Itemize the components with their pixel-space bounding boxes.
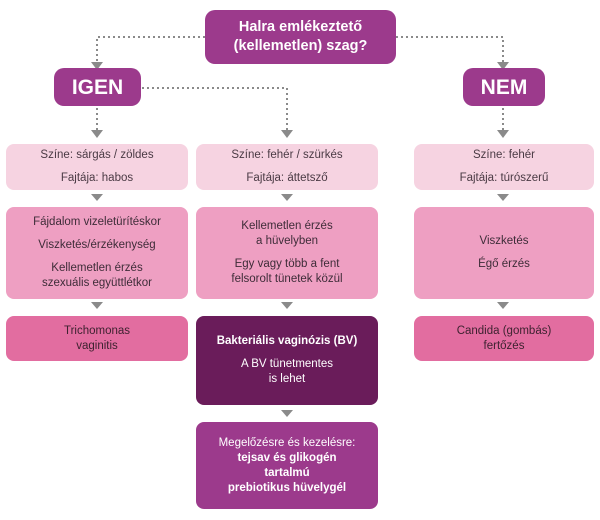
arrow-col3-symptoms-to-diagnosis	[497, 302, 509, 309]
col1-symptom-3a: Kellemetlen érzés	[51, 262, 143, 274]
col2-symptom-2a: Egy vagy több a fent	[234, 258, 340, 270]
col2-treatment-line-3: prebiotikus hüvelygél	[227, 481, 347, 494]
col2-symptoms-box: Kellemetlen érzés a hüvelyben Egy vagy t…	[196, 207, 378, 299]
col2-diagnosis-note-2: is lehet	[268, 373, 306, 385]
col1-symptoms-box: Fájdalom vizeletürítéskor Viszketés/érzé…	[6, 207, 188, 299]
arrow-col3-props-to-symptoms	[497, 194, 509, 201]
col1-diagnosis-line-1: Trichomonas	[63, 324, 131, 337]
arrow-to-col1-props	[91, 130, 103, 138]
col3-diagnosis-line-2: fertőzés	[483, 339, 525, 352]
arrow-col2-symptoms-to-diagnosis	[281, 302, 293, 309]
arrow-to-no	[497, 62, 509, 70]
col1-diagnosis-line-2: vaginitis	[76, 339, 118, 352]
arrow-col1-props-to-symptoms	[91, 194, 103, 201]
col2-treatment-intro: Megelőzésre és kezelésre:	[218, 436, 356, 449]
arrow-col2-diagnosis-to-treatment	[281, 410, 293, 417]
arrow-to-yes	[91, 62, 103, 70]
col3-symptom-1: Viszketés	[479, 235, 529, 247]
col3-type: Fajtája: túrószerű	[459, 172, 549, 184]
arrow-to-col2-props	[281, 130, 293, 138]
col1-symptom-1: Fájdalom vizeletürítéskor	[33, 216, 161, 228]
no-label: NEM	[480, 75, 528, 99]
yes-label: IGEN	[71, 75, 124, 99]
col2-symptom-2b: felsorolt tünetek közül	[231, 273, 343, 285]
arrow-col2-props-to-symptoms	[281, 194, 293, 201]
col2-color: Színe: fehér / szürkés	[231, 149, 343, 161]
question-line-1: Halra emlékeztető	[238, 19, 363, 35]
col1-diagnosis-box: Trichomonas vaginitis	[6, 316, 188, 361]
col3-symptom-2: Égő érzés	[478, 258, 530, 270]
col2-diagnosis-note-1: A BV tünetmentes	[240, 358, 334, 370]
yes-box: IGEN	[54, 68, 141, 106]
col1-symptom-3b: szexuális együttlétkor	[42, 277, 152, 289]
col3-properties-box: Színe: fehér Fajtája: túrószerű	[414, 144, 594, 190]
col3-diagnosis-line-1: Candida (gombás)	[456, 324, 552, 337]
col1-symptom-2: Viszketés/érzékenység	[38, 239, 156, 251]
col1-color: Színe: sárgás / zöldes	[40, 149, 154, 161]
arrow-to-col3-props	[497, 130, 509, 138]
question-box: Halra emlékeztető (kellemetlen) szag?	[205, 10, 396, 64]
col3-color: Színe: fehér	[472, 149, 535, 161]
col2-diagnosis-box: Bakteriális vaginózis (BV) A BV tünetmen…	[196, 316, 378, 405]
question-line-2: (kellemetlen) szag?	[233, 38, 368, 54]
col2-type: Fajtája: áttetsző	[246, 172, 328, 184]
col3-symptoms-box: Viszketés Égő érzés	[414, 207, 594, 299]
col1-properties-box: Színe: sárgás / zöldes Fajtája: habos	[6, 144, 188, 190]
connector-yes-to-col2	[142, 87, 288, 130]
no-box: NEM	[463, 68, 545, 106]
col2-diagnosis-title: Bakteriális vaginózis (BV)	[216, 335, 358, 347]
col2-treatment-line-2: tartalmú	[264, 466, 310, 479]
col1-type: Fajtája: habos	[60, 172, 134, 184]
col2-symptom-1b: a hüvelyben	[255, 235, 319, 247]
col2-treatment-line-1: tejsav és glikogén	[237, 451, 337, 464]
connector-question-to-yes	[96, 36, 205, 62]
col2-treatment-box: Megelőzésre és kezelésre: tejsav és glik…	[196, 422, 378, 509]
col3-diagnosis-box: Candida (gombás) fertőzés	[414, 316, 594, 361]
col2-symptom-1a: Kellemetlen érzés	[241, 220, 333, 232]
connector-question-to-no	[396, 36, 504, 62]
col2-properties-box: Színe: fehér / szürkés Fajtája: áttetsző	[196, 144, 378, 190]
arrow-col1-symptoms-to-diagnosis	[91, 302, 103, 309]
